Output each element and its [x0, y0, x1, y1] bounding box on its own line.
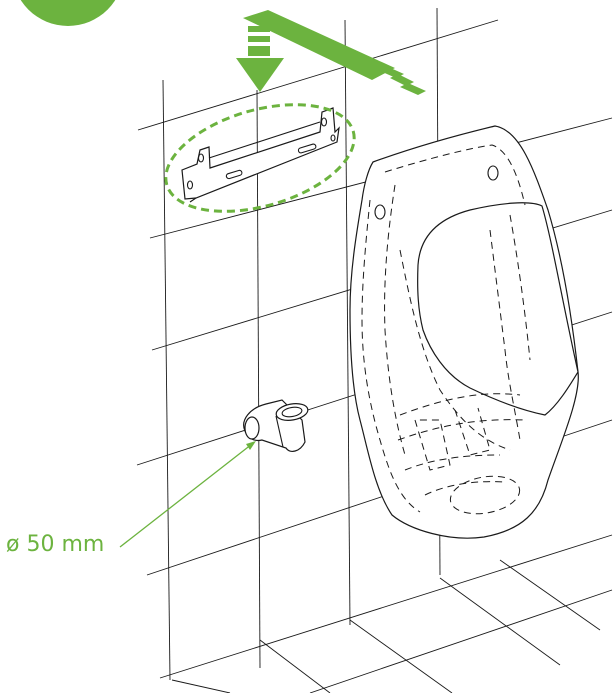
down-arrow-icon	[236, 26, 284, 92]
level-arrow-icon	[243, 10, 426, 95]
urinal	[349, 125, 579, 539]
step-circle-icon	[20, 0, 116, 26]
diameter-leader-line	[119, 443, 253, 548]
drain-pipe	[243, 399, 309, 452]
bracket-highlight	[164, 103, 356, 213]
pipe-diameter-label: ø 50 mm	[6, 532, 105, 557]
leader-arrowhead	[246, 441, 256, 450]
